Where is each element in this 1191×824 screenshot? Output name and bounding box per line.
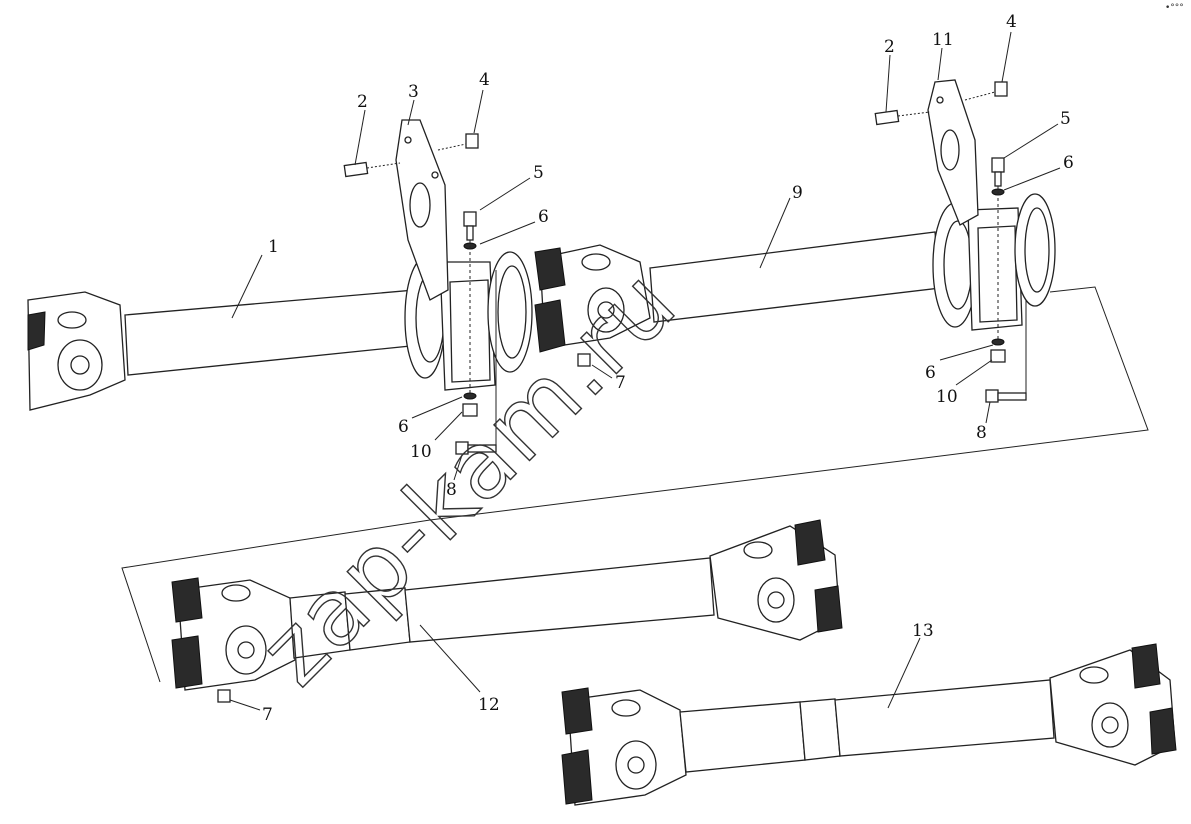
callout-6-left-top: 6 <box>538 207 549 227</box>
callout-6-left-bottom: 6 <box>398 417 409 437</box>
callout-labels: 1 2 3 4 5 6 6 10 8 7 9 2 11 4 5 6 6 10 8… <box>262 12 1074 725</box>
callout-8-left: 8 <box>446 480 457 500</box>
callout-7-upper: 7 <box>615 373 626 393</box>
callout-13: 13 <box>912 621 934 641</box>
intermediate-yoke <box>534 244 651 367</box>
callout-3: 3 <box>408 82 419 102</box>
upper-shaft-assembly <box>27 79 1056 455</box>
shaft-1-tube <box>124 289 421 376</box>
callout-2-left: 2 <box>357 92 368 112</box>
callout-8-right: 8 <box>976 423 987 443</box>
left-yoke-shaft-1 <box>27 291 126 411</box>
callout-11: 11 <box>932 30 954 50</box>
fasteners-upper-left <box>343 133 497 455</box>
callout-4-right: 4 <box>1006 12 1017 32</box>
shaft-13 <box>561 643 1177 806</box>
callout-10-right: 10 <box>936 387 958 407</box>
callout-5-right: 5 <box>1060 109 1071 129</box>
callout-6-right-bottom: 6 <box>925 363 936 383</box>
callout-6-right-top: 6 <box>1063 153 1074 173</box>
callout-2-right: 2 <box>884 37 895 57</box>
shaft-9-tube <box>649 231 941 323</box>
center-bearing-2 <box>932 193 1056 331</box>
callout-5-left: 5 <box>533 163 544 183</box>
shaft-12 <box>171 519 843 703</box>
callout-10-left: 10 <box>410 442 432 462</box>
assembly-plane-outline <box>121 286 1149 683</box>
callout-7-lower: 7 <box>262 705 273 725</box>
callout-12: 12 <box>478 695 500 715</box>
leader-lines <box>229 31 1061 711</box>
callout-1: 1 <box>268 237 279 257</box>
corner-mark: •°°° <box>1165 3 1184 13</box>
fasteners-upper-right <box>874 81 1027 403</box>
bracket-3-hole <box>409 182 431 228</box>
callout-9: 9 <box>792 183 803 203</box>
callout-4-left: 4 <box>479 70 490 90</box>
